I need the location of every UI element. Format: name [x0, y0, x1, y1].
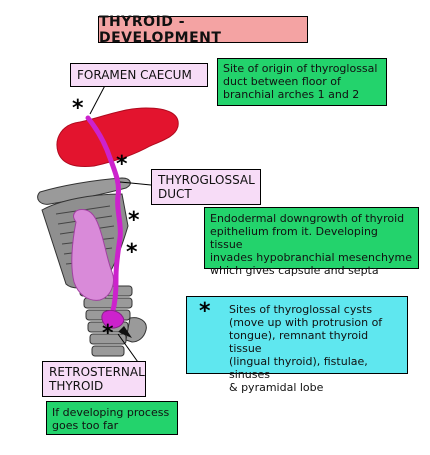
legend-line: (lingual thyroid), fistulae, sinuses [229, 355, 368, 381]
label-retrosternal-line: THYROID [49, 379, 104, 393]
tongue-shape [56, 107, 179, 167]
retrosternal-tip [118, 326, 132, 338]
cyst-marker-mid-duct: * [128, 208, 140, 233]
thyroglossal-duct [85, 115, 123, 321]
retrosternal-lobe [101, 309, 125, 329]
legend-line: tongue), remnant thyroid tissue [229, 329, 369, 355]
note-thyroglossal-duct-line: which gives capsule and septa [210, 264, 379, 277]
label-foramen-caecum-text: FORAMEN CAECUM [77, 68, 192, 82]
page-title: THYROID - DEVELOPMENT [98, 14, 308, 46]
thyroid-gland [71, 209, 114, 301]
label-thyroglossal-duct-line: DUCT [158, 187, 192, 201]
label-retrosternal-thyroid: RETROSTERNAL THYROID [42, 361, 146, 397]
note-foramen-caecum-line: duct between floor of [223, 75, 341, 88]
note-foramen-caecum-line: Site of origin of thyroglossal [223, 62, 378, 75]
label-thyroglossal-duct-line: THYROGLOSSAL [158, 173, 255, 187]
cyst-marker-upper-duct: * [116, 152, 128, 177]
legend-cyst-sites: * Sites of thyroglossal cysts (move up w… [186, 296, 408, 394]
note-thyroglossal-duct-line: epithelium from it. Developing tissue [210, 225, 378, 251]
legend-asterisk-icon: * [199, 299, 211, 324]
label-foramen-caecum: FORAMEN CAECUM [70, 63, 208, 87]
note-foramen-caecum-line: branchial arches 1 and 2 [223, 88, 360, 101]
note-thyroglossal-duct: Endodermal downgrowth of thyroid epithel… [204, 207, 419, 277]
sternum-fragment [125, 317, 147, 343]
note-retrosternal: If developing process goes too far [46, 401, 178, 435]
note-retrosternal-line: If developing process [52, 406, 170, 419]
legend-line: Sites of thyroglossal cysts [229, 303, 373, 316]
hyoid-bone [37, 177, 131, 205]
note-thyroglossal-duct-line: Endodermal downgrowth of thyroid [210, 212, 405, 225]
legend-line: & pyramidal lobe [229, 381, 324, 394]
cyst-marker-foramen: * [72, 96, 84, 121]
cyst-marker-retrosternal: * [102, 321, 114, 346]
cyst-marker-lower-duct: * [126, 240, 138, 265]
note-foramen-caecum: Site of origin of thyroglossal duct betw… [217, 58, 387, 106]
note-retrosternal-line: goes too far [52, 419, 119, 432]
label-retrosternal-line: RETROSTERNAL [49, 365, 145, 379]
legend-line: (move up with protrusion of [229, 316, 383, 329]
note-thyroglossal-duct-line: invades hypobranchial mesenchyme [210, 251, 413, 264]
label-thyroglossal-duct: THYROGLOSSAL DUCT [151, 169, 261, 205]
